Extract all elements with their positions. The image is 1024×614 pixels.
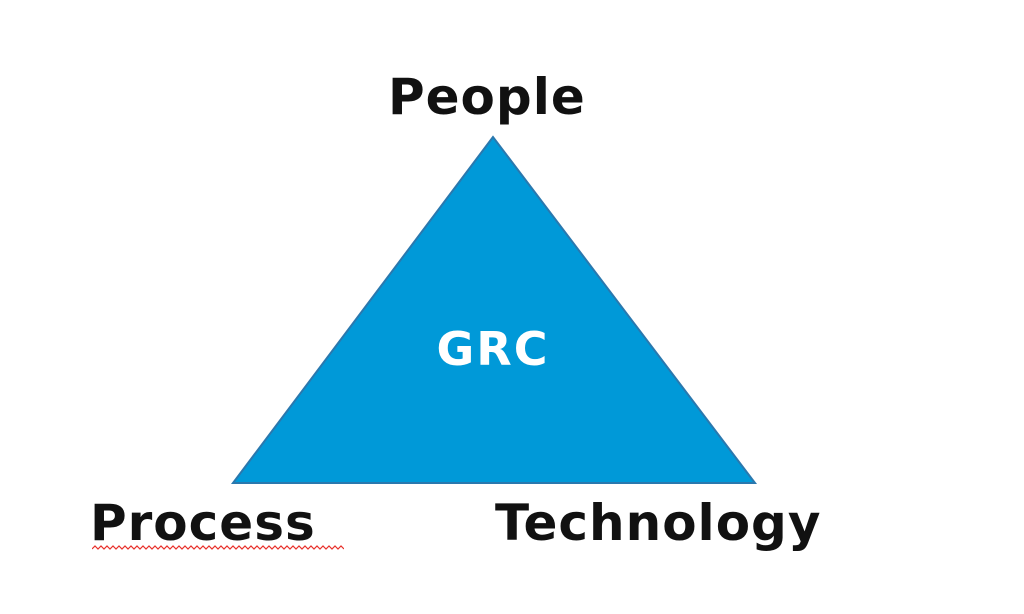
center-label-grc: GRC [436, 322, 550, 376]
label-people: People [388, 68, 586, 126]
label-process: Process [90, 494, 316, 552]
grc-triangle [230, 135, 758, 484]
label-technology: Technology [495, 494, 822, 552]
spellcheck-underline [92, 545, 344, 550]
